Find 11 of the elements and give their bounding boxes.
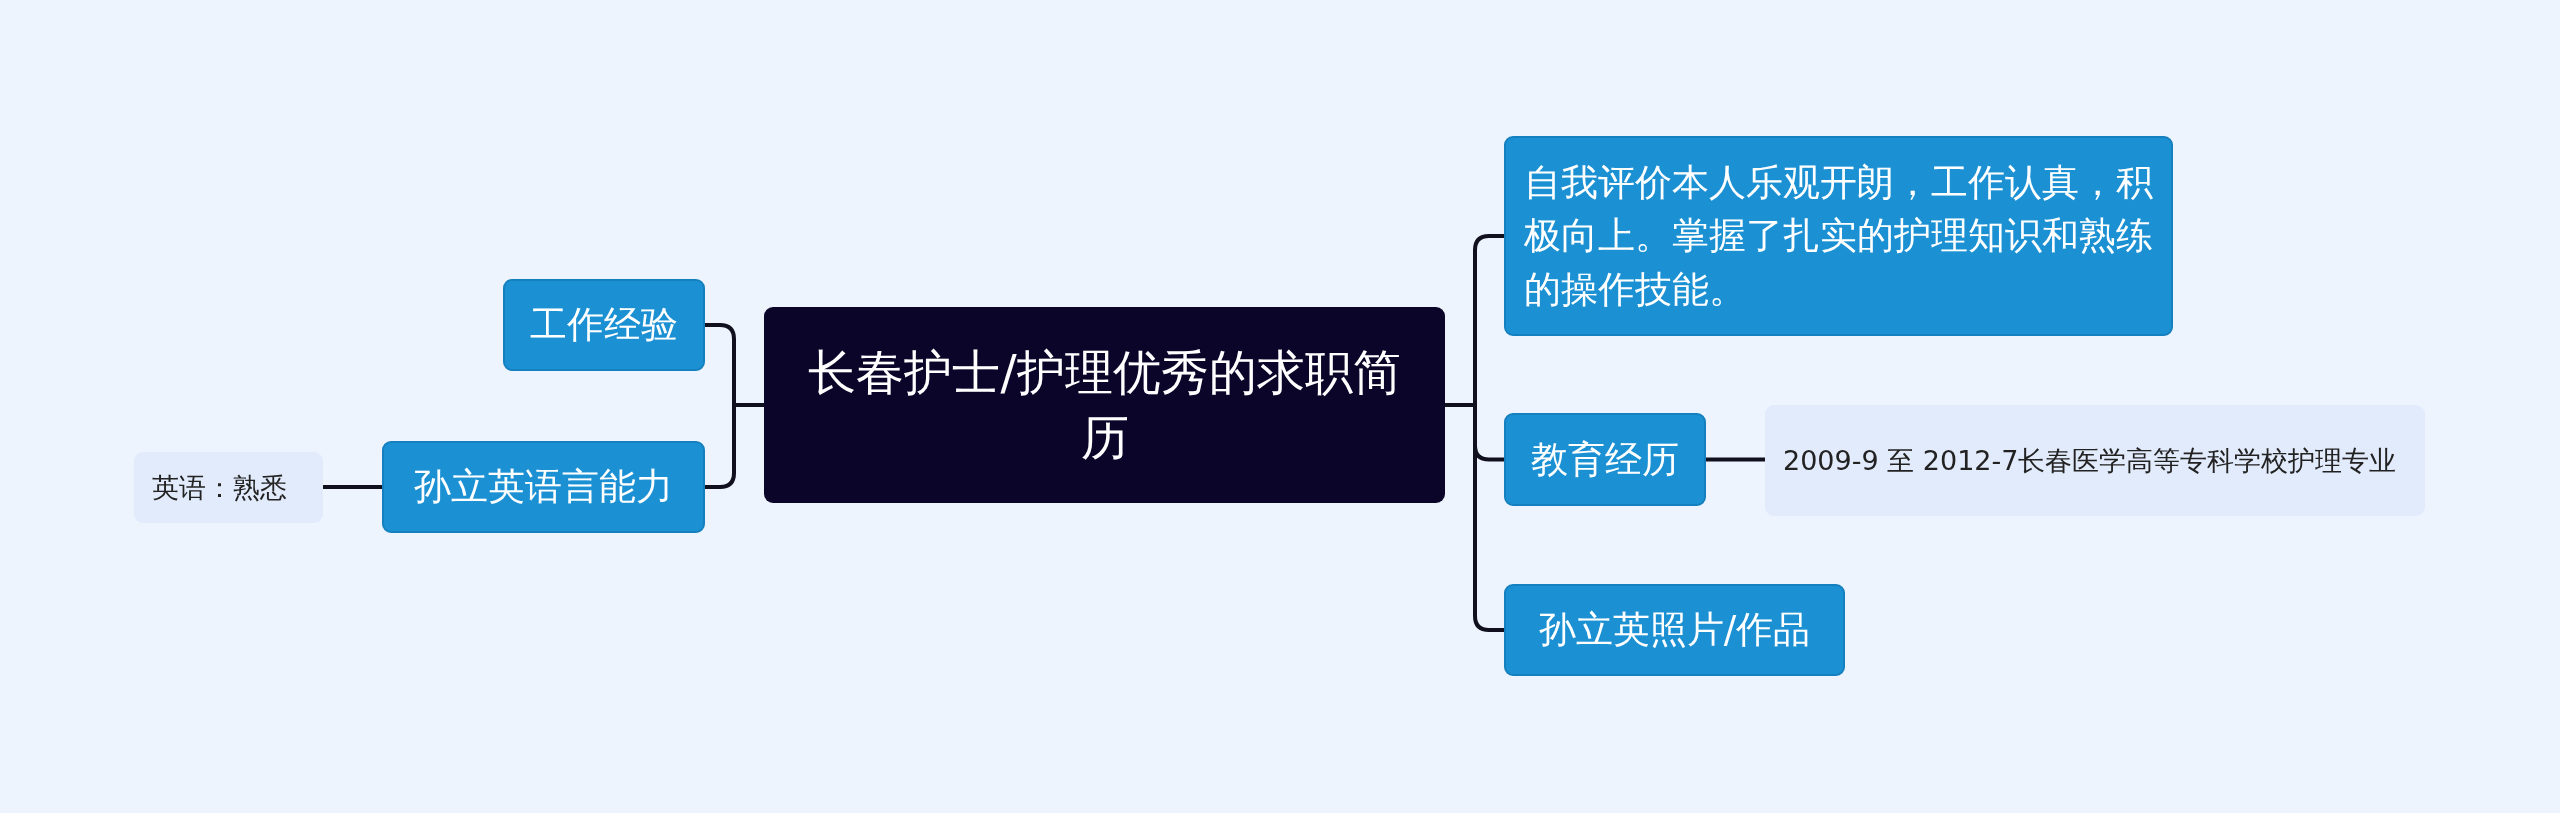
connector-line <box>1445 403 1504 632</box>
topic-box: 教育经历 <box>1504 413 1706 506</box>
connector-line <box>323 485 382 489</box>
root-topic-box: 长春护士/护理优秀的求职简历 <box>764 307 1445 503</box>
subtopic-box: 2009-9 至 2012-7长春医学高等专科学校护理专业 <box>1765 405 2425 516</box>
subtopic-box: 英语：熟悉 <box>134 452 323 523</box>
topic-box: 孙立英语言能力 <box>382 441 705 533</box>
connector-line <box>1706 457 1765 462</box>
topic-box: 孙立英照片/作品 <box>1504 584 1845 676</box>
topic-box: 自我评价本人乐观开朗，工作认真，积极向上。掌握了扎实的护理知识和熟练的操作技能。 <box>1504 136 2173 336</box>
topic-box: 工作经验 <box>503 279 705 371</box>
